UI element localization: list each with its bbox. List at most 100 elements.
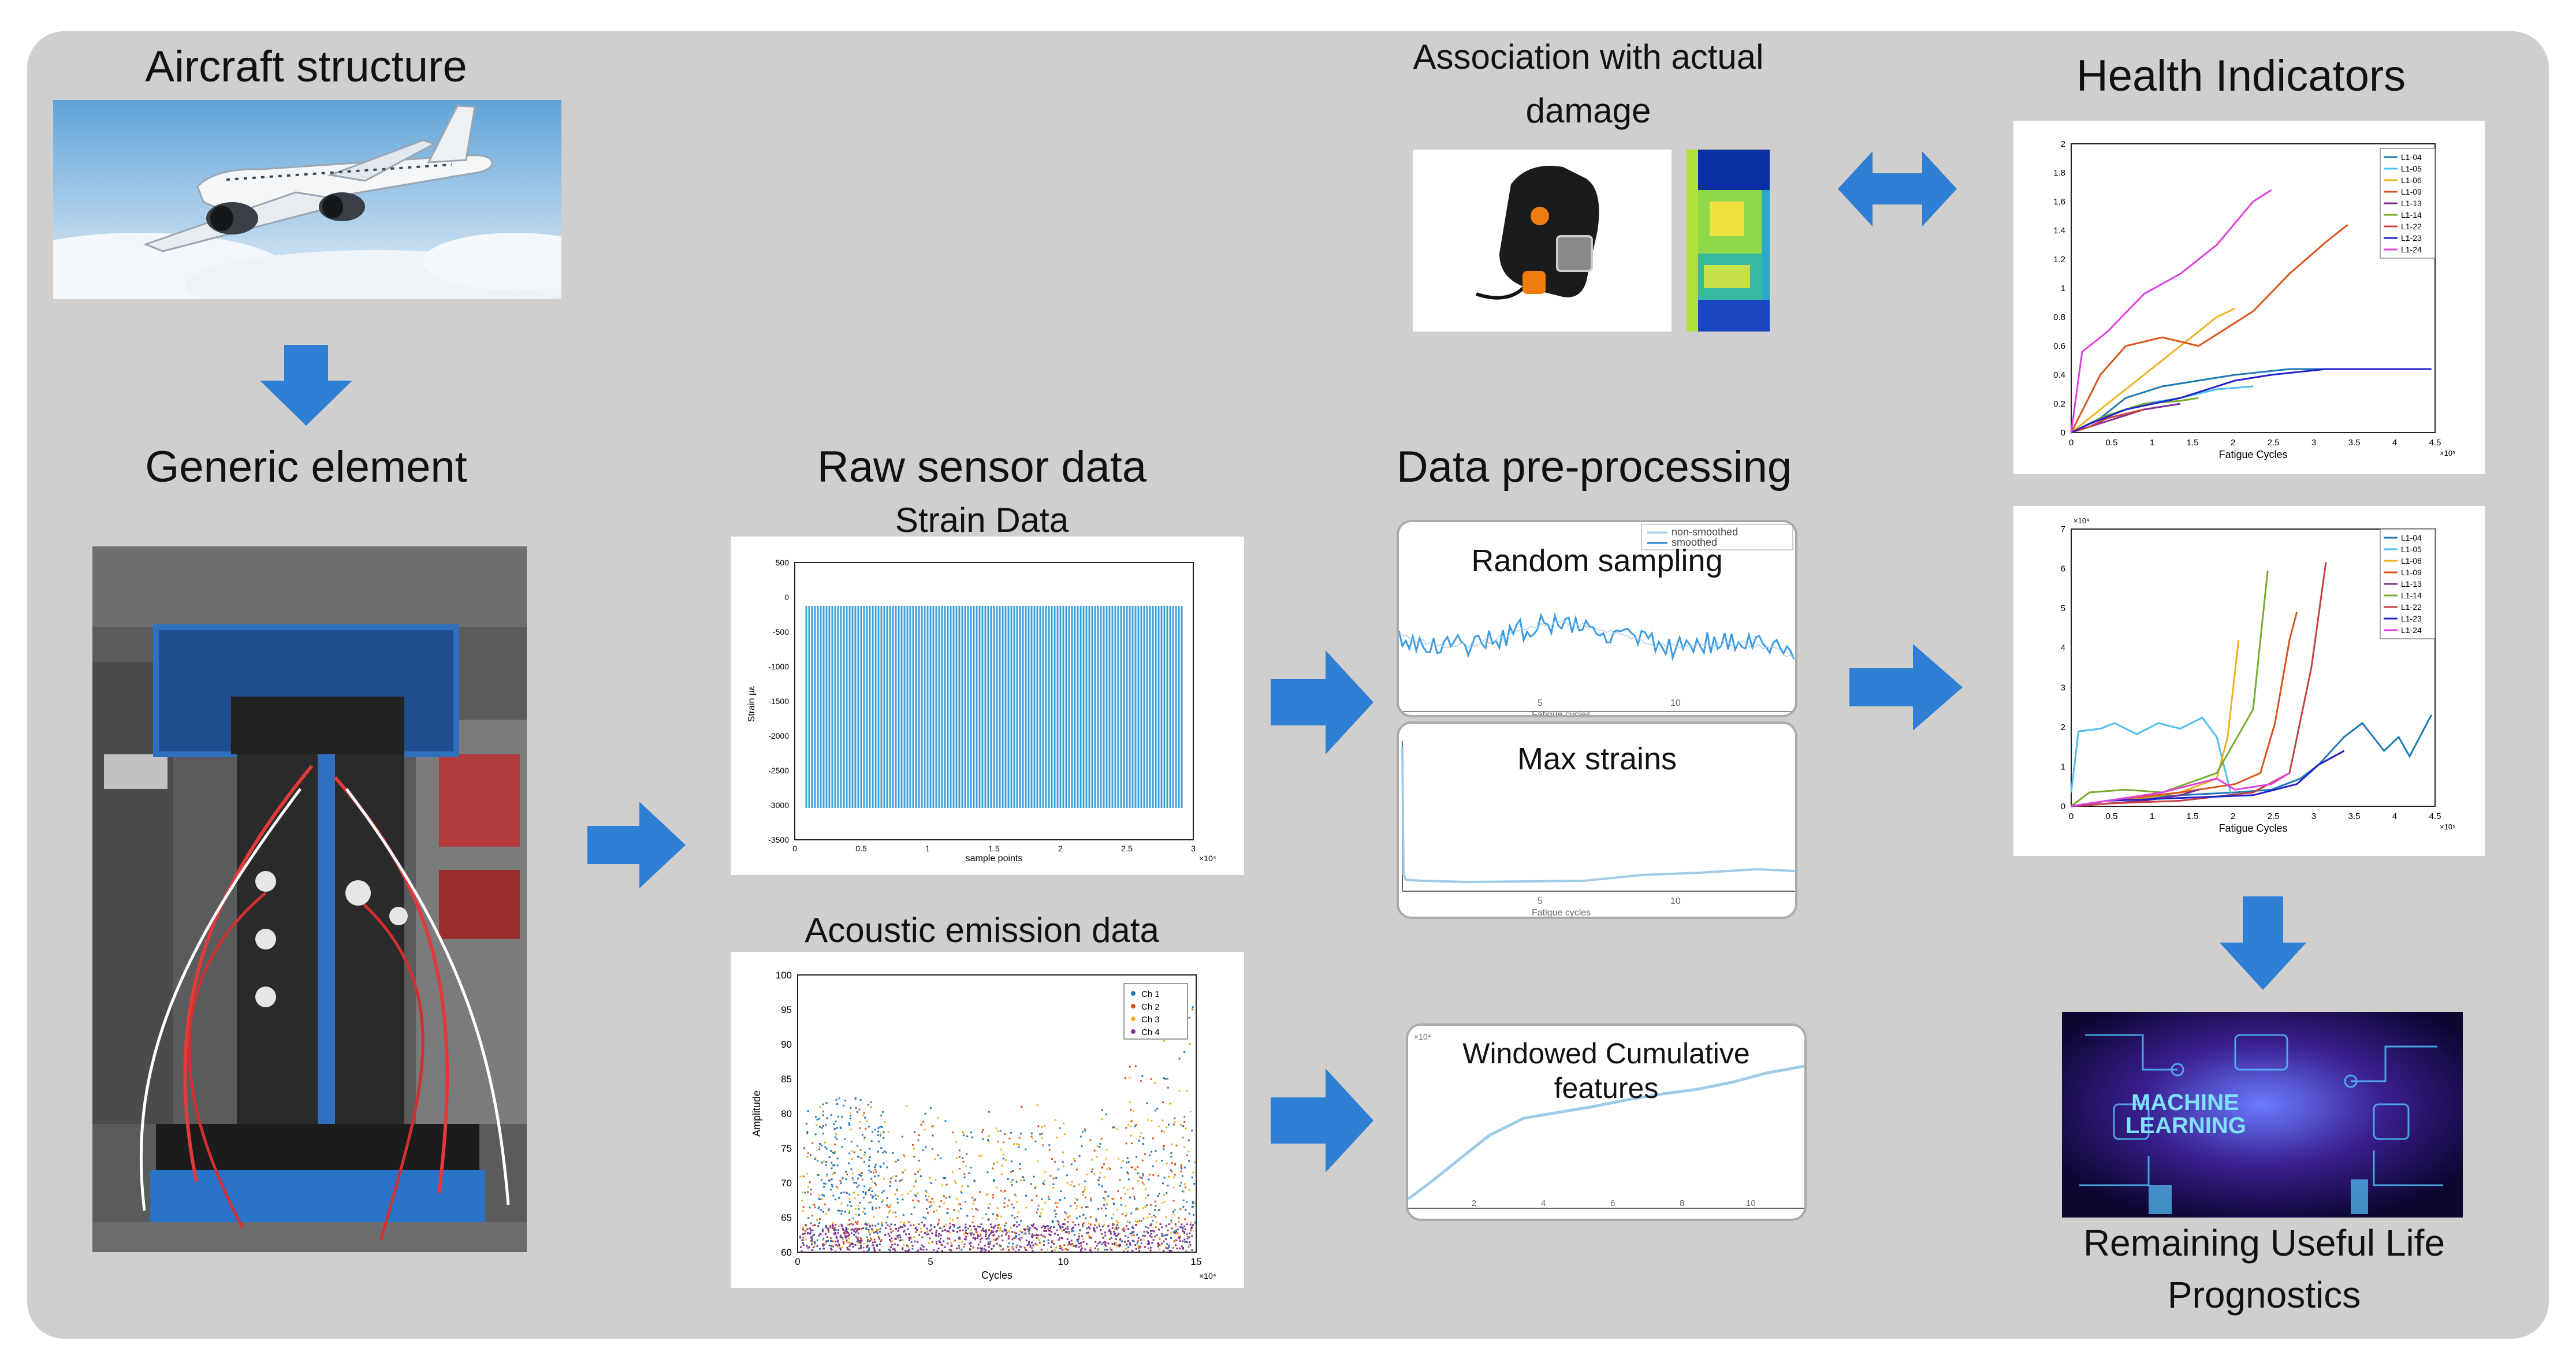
hi-ytick: 6 xyxy=(2061,564,2065,574)
ae-ytick: 80 xyxy=(781,1108,792,1119)
hi-ytick: 0.4 xyxy=(2053,370,2065,380)
windowed-xtick-5: 10 xyxy=(1746,1198,1756,1208)
ae-ytick: 85 xyxy=(781,1074,792,1085)
double-arrow-icon xyxy=(1838,151,1957,226)
down-arrow-icon xyxy=(2220,896,2306,990)
hi-xtick: 3 xyxy=(2311,438,2316,448)
windowed-xtick-4: 8 xyxy=(1680,1198,1684,1208)
random-xtick-1: 5 xyxy=(1538,698,1543,708)
hi-xlabel: Fatigue Cycles xyxy=(2218,449,2287,460)
ultrasonic-device-photo xyxy=(1413,150,1672,332)
hi-xlabel: Fatigue Cycles xyxy=(2218,822,2287,834)
down-arrow-icon xyxy=(260,345,352,426)
strain-ytick: -500 xyxy=(773,627,789,636)
ae-legend-entry: Ch 1 xyxy=(1141,989,1160,999)
hi-legend-entry: L1-09 xyxy=(2401,187,2422,196)
hi-ytick: 5 xyxy=(2061,604,2065,613)
rul-line-1: Remaining Useful Life xyxy=(2083,1222,2445,1264)
strain-ytick: -3000 xyxy=(768,801,789,810)
ae-xtick: 10 xyxy=(1058,1256,1069,1267)
hi-xtick: 3 xyxy=(2311,811,2316,821)
hi-xtick: 4 xyxy=(2392,811,2397,821)
hi-legend-entry: L1-22 xyxy=(2401,602,2422,612)
ae-ytick: 70 xyxy=(781,1178,792,1189)
strain-xtick: 0 xyxy=(792,844,797,853)
strain-xtick: 3 xyxy=(1191,844,1196,853)
random-xlabel: Fatigue cycles xyxy=(1532,710,1591,715)
hi-xexp: ×10⁵ xyxy=(2440,822,2455,831)
raw-sensor-data-title: Raw sensor data xyxy=(817,442,1147,492)
strain-ytick: -2000 xyxy=(768,731,789,740)
hi-ytick: 2 xyxy=(2061,723,2065,732)
hi-xtick: 0 xyxy=(2069,438,2074,448)
hi-legend-entry: L1-06 xyxy=(2401,176,2422,185)
aircraft-structure-title: Aircraft structure xyxy=(145,42,467,91)
strain-data-label: Strain Data xyxy=(895,501,1069,539)
hi-series-line xyxy=(2071,562,2327,807)
right-arrow-icon xyxy=(587,802,686,888)
hi-ytick: 1 xyxy=(2061,284,2065,293)
hi-xtick: 2 xyxy=(2231,438,2235,448)
hi-series-line xyxy=(2071,408,2145,434)
hi-xtick: 3.5 xyxy=(2348,811,2361,821)
hi-xtick: 1 xyxy=(2150,811,2154,821)
hi-xtick: 1.5 xyxy=(2187,438,2199,448)
rul-title: Remaining Useful Life Prognostics xyxy=(1987,1218,2541,1321)
ae-legend-entry: Ch 4 xyxy=(1141,1028,1160,1037)
hi-xtick: 0.5 xyxy=(2106,438,2118,448)
hi-legend-entry: L1-14 xyxy=(2401,210,2422,219)
ae-ylabel: Amplitude xyxy=(751,1090,762,1137)
hi-legend-entry: L1-04 xyxy=(2401,533,2422,542)
hi-ytick: 3 xyxy=(2061,683,2065,693)
hi-xtick: 3.5 xyxy=(2348,438,2361,448)
hi-legend-entry: L1-24 xyxy=(2401,626,2422,635)
strain-ylabel: Strain µε xyxy=(747,686,757,723)
hi-ytick: 0 xyxy=(2061,428,2065,438)
random-legend-2: smoothed xyxy=(1672,537,1717,548)
ae-xexp: ×10⁴ xyxy=(1199,1271,1216,1280)
cscan-damage-map xyxy=(1687,150,1770,332)
hi-xtick: 1 xyxy=(2150,438,2154,448)
hi-xtick: 2.5 xyxy=(2268,811,2280,821)
association-title: Association with actual damage xyxy=(1352,30,1825,137)
hi-ytick: 1.2 xyxy=(2053,255,2065,265)
strain-ytick: -1500 xyxy=(768,697,789,706)
machine-learning-image: MACHINE LEARNING xyxy=(2062,1012,2463,1218)
hi-ytick: 1.8 xyxy=(2053,168,2065,178)
hi-xexp: ×10⁵ xyxy=(2440,449,2455,457)
ae-ytick: 65 xyxy=(781,1212,792,1223)
ml-text-2: LEARNING xyxy=(2125,1113,2246,1138)
windowed-label-line-2: features xyxy=(1554,1072,1659,1104)
max-xlabel: Fatigue cycles xyxy=(1532,908,1591,917)
windowed-label-line-1: Windowed Cumulative xyxy=(1462,1037,1750,1070)
hi-xtick: 4.5 xyxy=(2429,438,2441,448)
ae-xtick: 0 xyxy=(795,1256,800,1267)
hi-xtick: 2 xyxy=(2231,811,2235,821)
hi-series-line xyxy=(2071,368,2432,434)
hi-legend-entry: L1-23 xyxy=(2401,233,2422,243)
hi-xtick: 0 xyxy=(2069,811,2074,821)
strain-xtick: 0.5 xyxy=(855,844,867,853)
random-sampling-card: non-smoothed smoothed 5 10 Fatigue cycle… xyxy=(1397,520,1797,717)
association-line-1: Association with actual xyxy=(1413,38,1764,76)
ae-legend-entry: Ch 2 xyxy=(1141,1002,1160,1012)
hi-yexp: ×10⁴ xyxy=(2074,516,2090,525)
random-legend-1: non-smoothed xyxy=(1672,526,1738,538)
hi-ytick: 1 xyxy=(2061,762,2065,772)
strain-ytick: 500 xyxy=(776,558,790,567)
ae-legend-entry: Ch 3 xyxy=(1141,1015,1160,1025)
hi-xtick: 4 xyxy=(2392,438,2397,448)
right-arrow-icon xyxy=(1271,650,1373,754)
windowed-exp: ×10⁴ xyxy=(1414,1032,1431,1041)
right-arrow-icon xyxy=(1849,644,1963,731)
strain-xtick: 1.5 xyxy=(988,844,1000,853)
ae-ytick: 95 xyxy=(781,1004,792,1015)
hi-legend-entry: L1-05 xyxy=(2401,545,2422,554)
ae-xtick: 15 xyxy=(1191,1256,1202,1267)
ae-xlabel: Cycles xyxy=(981,1270,1012,1281)
strain-xlabel: sample points xyxy=(966,854,1023,863)
max-strains-card: 5 10 Fatigue cycles Max strains xyxy=(1397,721,1797,919)
hi-xtick: 4.5 xyxy=(2429,811,2441,821)
